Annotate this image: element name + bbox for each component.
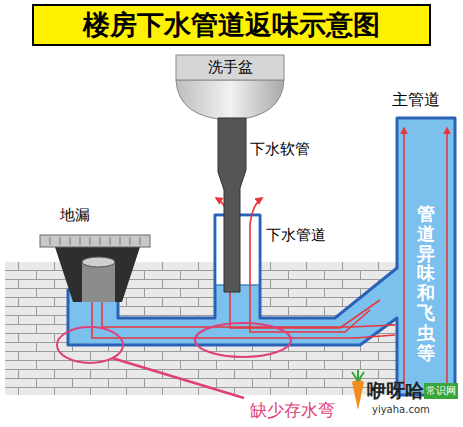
flow-arrows	[92, 128, 447, 390]
part-label: 下水管道	[266, 226, 326, 245]
part-label: 地漏	[60, 206, 90, 225]
title: 楼房下水管道返味示意图	[83, 7, 380, 43]
basin: 洗手盆	[176, 55, 284, 80]
soft-hose	[218, 118, 246, 292]
part-label: 下水软管	[250, 140, 310, 159]
watermark: 咿呀哈	[367, 378, 424, 404]
watermark: 常识网	[424, 383, 458, 399]
watermark-icon	[352, 370, 364, 410]
watermark: yiyaha.com	[372, 404, 430, 415]
node-text: 洗手盆	[208, 58, 253, 77]
vertical-text: 管道异味和飞虫等	[417, 204, 435, 362]
main-pipe: 管道异味和飞虫等	[397, 118, 455, 395]
callout-label: 缺少存水弯	[250, 399, 335, 422]
floor-drain	[40, 235, 150, 302]
trap-callouts	[57, 323, 291, 398]
basin-bowl	[176, 80, 284, 120]
title-banner	[33, 5, 430, 45]
basin-top	[176, 55, 284, 80]
part-label: 主管道	[392, 90, 440, 111]
